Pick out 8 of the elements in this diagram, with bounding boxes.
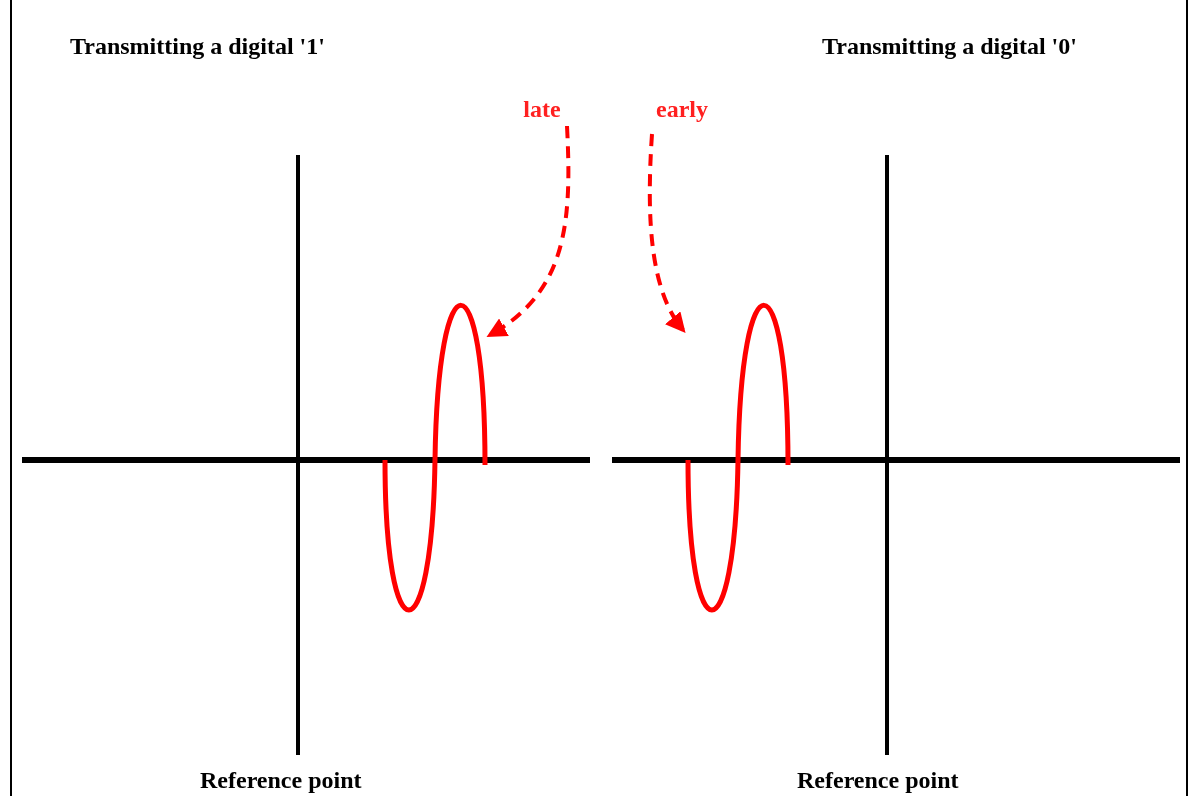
timing-label: early [656,95,708,124]
dashed-arrow [647,133,686,334]
dashed-arrow [486,125,571,338]
axis-caption: Reference point [200,766,362,795]
timing-label: late [523,95,561,124]
panel-title: Transmitting a digital '0' [822,32,1077,61]
panel-title: Transmitting a digital '1' [70,32,325,61]
axis-caption: Reference point [797,766,959,795]
